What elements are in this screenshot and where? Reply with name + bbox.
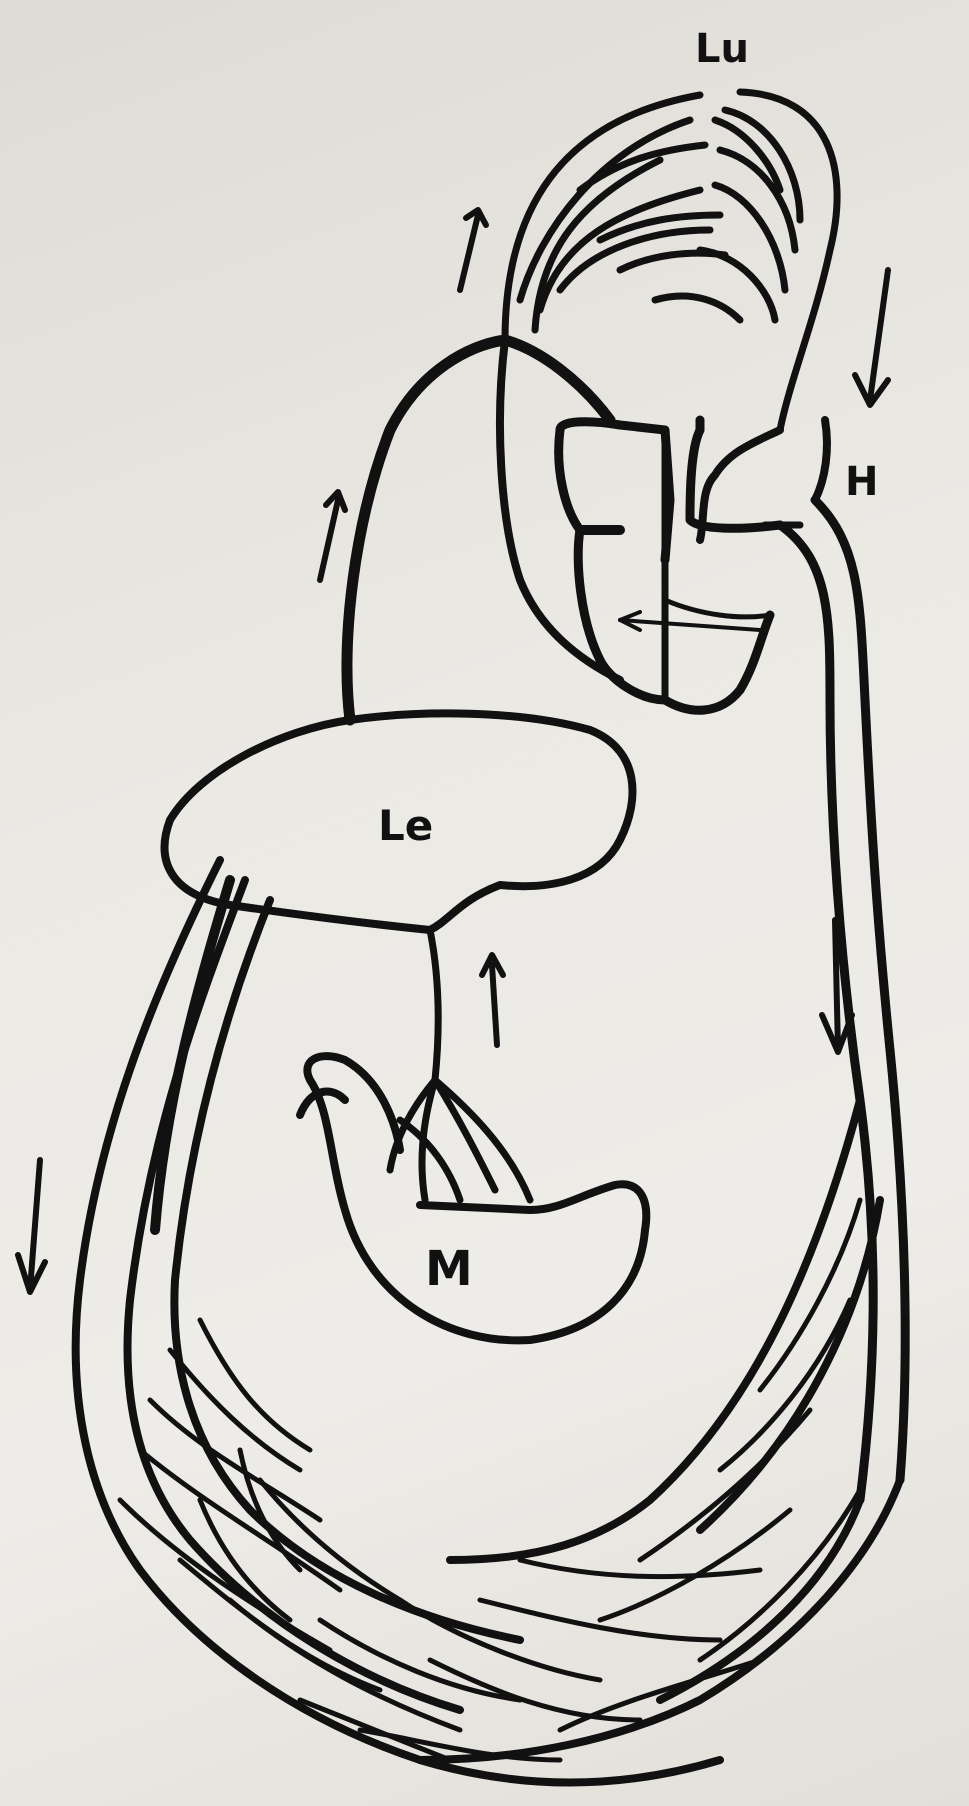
portal-vein xyxy=(390,930,530,1200)
label-lungs: Lu xyxy=(695,26,749,72)
arrow-up-vena-cava xyxy=(320,492,345,580)
label-stomach: M xyxy=(425,1241,473,1297)
label-heart: H xyxy=(845,459,878,505)
arrow-down-pulmonary-vein xyxy=(855,270,888,405)
arrow-up-pulmonary xyxy=(460,210,486,290)
label-liver: Le xyxy=(378,801,433,850)
arrow-down-body xyxy=(18,1160,45,1292)
vena-cava xyxy=(347,340,610,720)
lung-capillary-bed xyxy=(505,92,837,430)
stomach xyxy=(300,1056,646,1340)
aorta xyxy=(780,500,905,1500)
pulmonary-artery xyxy=(500,340,620,680)
flow-arrows xyxy=(18,210,888,1292)
arrow-up-portal xyxy=(482,955,503,1045)
